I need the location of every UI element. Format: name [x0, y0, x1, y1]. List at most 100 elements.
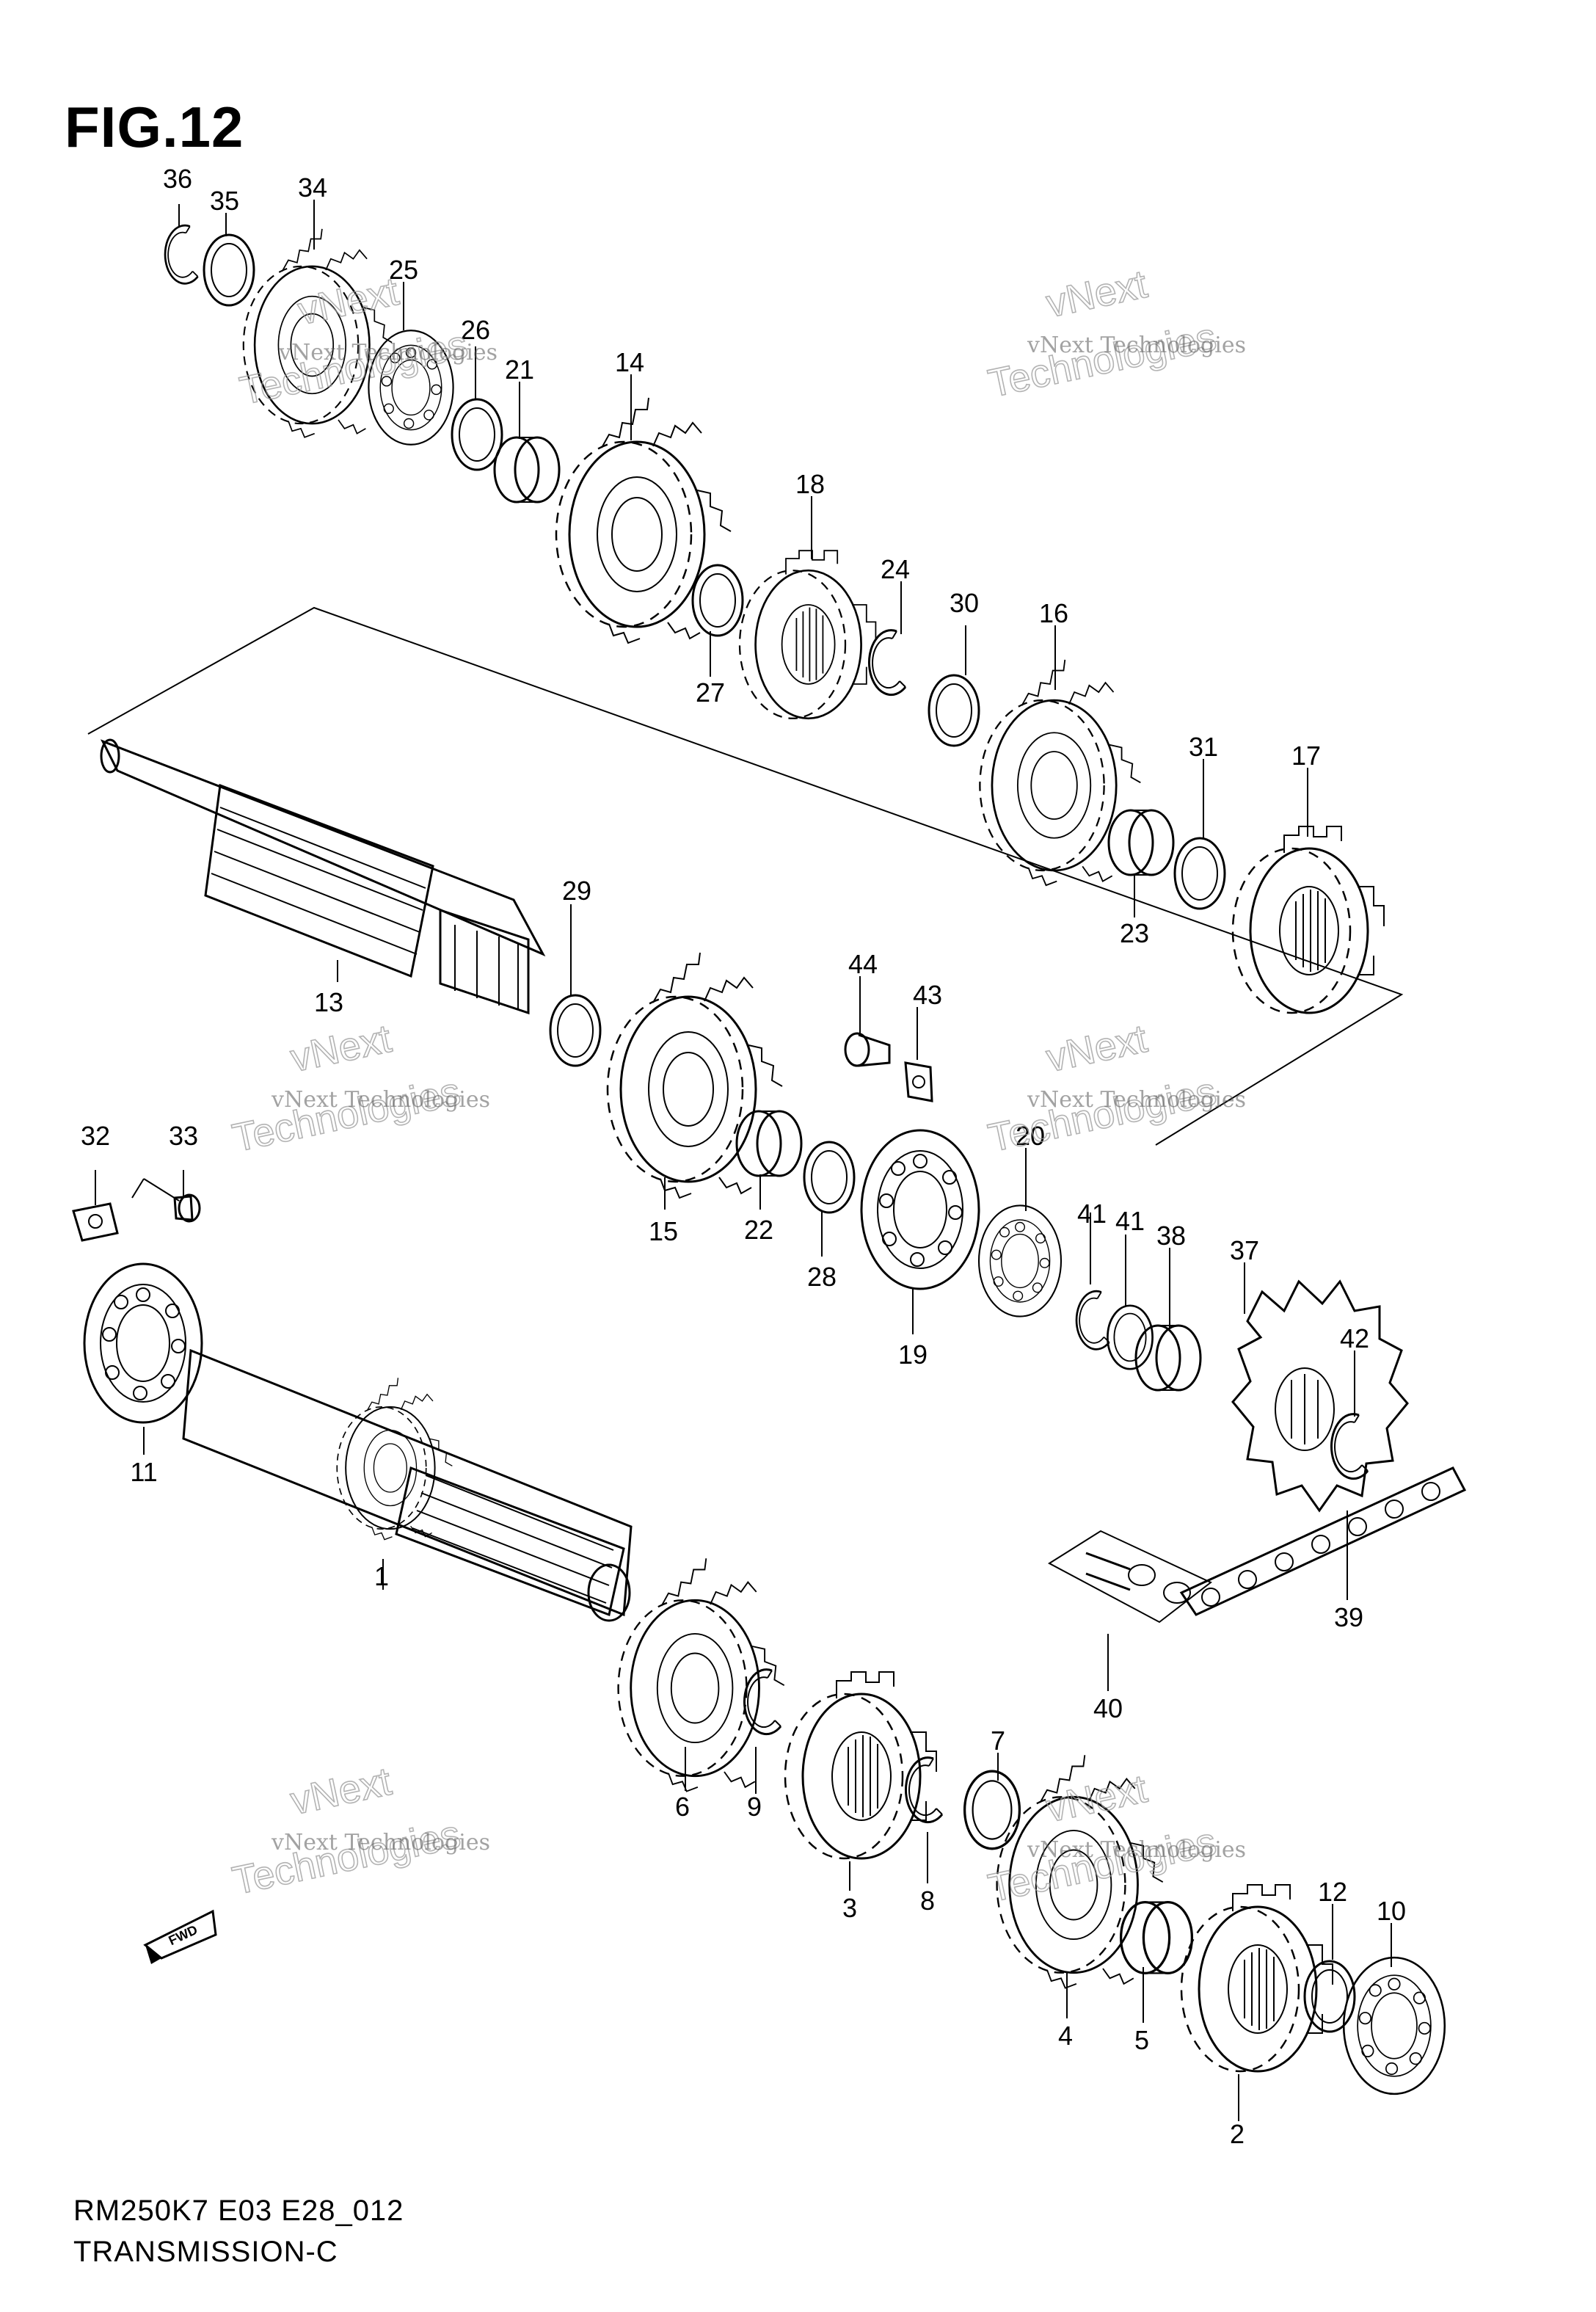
label-12: 12 — [1318, 1877, 1347, 1907]
wm-1-a: vNext — [294, 269, 403, 333]
part-36-circlip — [164, 224, 199, 285]
label-3: 3 — [842, 1893, 857, 1923]
part-1-mainshaft — [182, 1348, 633, 1622]
label-22: 22 — [744, 1215, 773, 1245]
part-2-dog-gear — [1180, 1883, 1334, 2073]
part-32-lock-washer — [72, 1202, 119, 1242]
wm-4-a: vNext — [1043, 1017, 1151, 1080]
wm-5-c: vNext Technologies — [271, 1830, 490, 1855]
part-5-bushing — [1119, 1900, 1194, 1975]
label-7: 7 — [991, 1726, 1005, 1756]
part-27-washer — [691, 564, 744, 637]
label-14: 14 — [615, 347, 644, 377]
part-17-dog-gear — [1231, 825, 1385, 1014]
assembly-outline-box — [87, 606, 1404, 1146]
label-30: 30 — [950, 588, 979, 618]
part-13-countershaft — [100, 738, 546, 1015]
wm-4-b: Technologies — [985, 1069, 1220, 1160]
part-44-bolt — [844, 1032, 891, 1067]
part-10-bearing — [1342, 1956, 1446, 2095]
label-17: 17 — [1291, 741, 1321, 771]
label-5: 5 — [1134, 2025, 1149, 2055]
part-22-bushing — [735, 1110, 803, 1177]
wm-2-a: vNext — [1043, 262, 1151, 326]
figure-code: RM250K7 E03 E28_012 — [73, 2195, 404, 2227]
label-33: 33 — [169, 1121, 198, 1151]
part-9-circlip — [743, 1668, 782, 1736]
wm-4-c: vNext Technologies — [1027, 1087, 1246, 1113]
label-6: 6 — [675, 1792, 690, 1822]
label-43: 43 — [913, 980, 942, 1010]
part-11-bearing — [83, 1262, 203, 1424]
label-34: 34 — [298, 172, 327, 203]
wm-6-a: vNext — [1043, 1767, 1151, 1831]
part-40-chain-joint — [1048, 1530, 1212, 1624]
label-39: 39 — [1334, 1602, 1363, 1632]
label-41a: 41 — [1077, 1199, 1107, 1229]
wm-3-c: vNext Technologies — [271, 1087, 490, 1113]
label-41b: 41 — [1115, 1206, 1145, 1236]
part-20-seal — [977, 1204, 1063, 1317]
part-15-gear — [606, 951, 784, 1199]
label-44: 44 — [848, 949, 878, 979]
label-8: 8 — [920, 1886, 935, 1916]
wm-3-a: vNext — [287, 1017, 396, 1080]
wm-3-b: Technologies — [229, 1069, 464, 1160]
part-1-gear-teeth — [336, 1377, 453, 1541]
label-28: 28 — [807, 1262, 837, 1292]
leader-lines — [95, 200, 1392, 2121]
label-29: 29 — [562, 876, 591, 906]
label-2: 2 — [1230, 2119, 1245, 2149]
part-31-washer — [1173, 837, 1226, 910]
label-32: 32 — [81, 1121, 110, 1151]
part-labels: 1 2 3 4 5 6 7 8 9 10 11 12 13 14 15 16 1… — [81, 164, 1406, 2149]
fwd-arrow-icon: FWD — [143, 1909, 217, 1964]
label-36: 36 — [163, 164, 192, 194]
part-43-lock-washer — [904, 1061, 933, 1102]
label-16: 16 — [1039, 598, 1068, 628]
label-31: 31 — [1189, 732, 1218, 762]
label-18: 18 — [795, 469, 825, 499]
label-24: 24 — [881, 554, 910, 584]
label-35: 35 — [210, 186, 239, 216]
figure-name: TRANSMISSION-C — [73, 2236, 338, 2268]
figure-title: FIG.12 — [65, 95, 244, 159]
part-6-gear — [617, 1557, 786, 1793]
label-21: 21 — [505, 355, 534, 385]
part-16-gear — [978, 658, 1142, 887]
part-28-washer — [803, 1141, 856, 1214]
label-10: 10 — [1377, 1896, 1406, 1926]
label-27: 27 — [696, 677, 725, 708]
label-23: 23 — [1120, 918, 1149, 948]
part-14-gear — [555, 396, 732, 644]
label-26: 26 — [461, 315, 490, 345]
label-4: 4 — [1058, 2021, 1073, 2051]
label-38: 38 — [1156, 1221, 1186, 1251]
wm-6-c: vNext Technologies — [1027, 1837, 1246, 1863]
part-23-bushing — [1107, 809, 1175, 876]
label-40: 40 — [1093, 1693, 1123, 1723]
part-24-circlip — [867, 629, 907, 697]
part-30-washer — [928, 674, 980, 747]
label-11: 11 — [130, 1457, 157, 1487]
part-39-chain — [1179, 1466, 1467, 1616]
part-21-bushing — [493, 436, 561, 504]
part-42-circlip — [1330, 1413, 1369, 1480]
wm-6-b: Technologies — [985, 1820, 1220, 1911]
label-15: 15 — [649, 1216, 678, 1246]
part-29-washer — [549, 994, 602, 1067]
wm-2-c: vNext Technologies — [1027, 332, 1246, 358]
part-41-washer — [1107, 1304, 1154, 1370]
wm-2-b: Technologies — [985, 315, 1220, 406]
label-1: 1 — [374, 1561, 389, 1591]
part-35-washer — [203, 233, 255, 307]
part-7-toothed-washer — [963, 1770, 1021, 1850]
part-37-sprocket — [1231, 1279, 1409, 1513]
part-12-washer — [1303, 1960, 1356, 2033]
part-33-bolt — [173, 1193, 201, 1223]
part-26-washer — [451, 398, 503, 471]
label-9: 9 — [747, 1792, 762, 1822]
label-13: 13 — [314, 987, 343, 1017]
